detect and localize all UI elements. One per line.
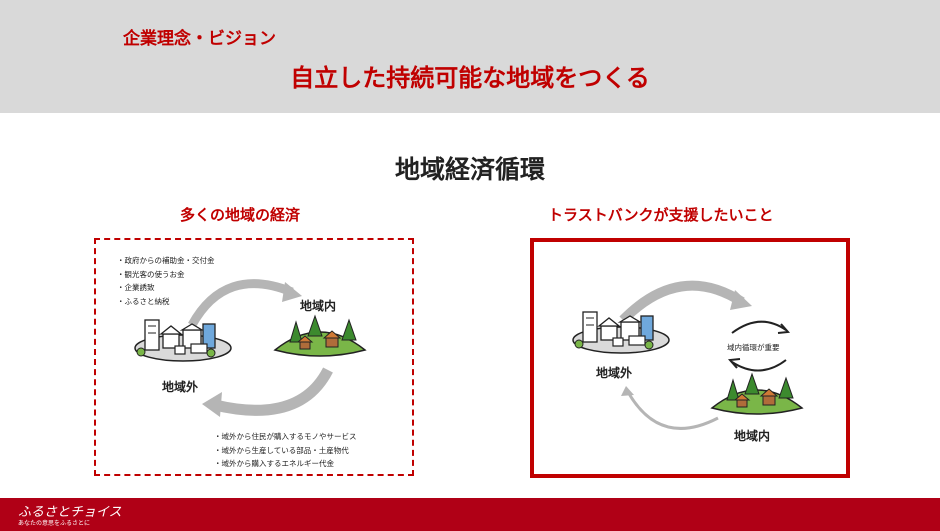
cycle-arrows-icon bbox=[727, 320, 791, 372]
list-item: 観光客の使うお金 bbox=[117, 268, 215, 282]
left-region-inside-label: 地域内 bbox=[300, 299, 337, 313]
right-panel bbox=[530, 238, 850, 478]
right-region-inside-label: 地域内 bbox=[734, 429, 771, 443]
inflow-list: 政府からの補助金・交付金 観光客の使うお金 企業誘致 ふるさと納税 bbox=[117, 254, 215, 308]
list-item: 域外から生産している部品・土産物代 bbox=[214, 444, 357, 458]
footer-band: ふるさとチョイス あなたの意思をふるさとに bbox=[0, 498, 940, 531]
forest-hill-icon bbox=[711, 373, 803, 415]
page-kicker: 企業理念・ビジョン bbox=[123, 29, 276, 49]
city-icon bbox=[572, 311, 670, 354]
list-item: 域外から購入するエネルギー代金 bbox=[214, 457, 357, 471]
left-region-outside-label: 地域外 bbox=[162, 380, 199, 394]
left-column-title: 多くの地域の経済 bbox=[180, 206, 301, 224]
right-region-outside-label: 地域外 bbox=[596, 366, 633, 380]
header-band: 企業理念・ビジョン 自立した持続可能な地域をつくる bbox=[0, 0, 940, 113]
forest-hill-icon bbox=[274, 315, 366, 357]
right-column-title: トラストバンクが支援したいこと bbox=[548, 206, 774, 224]
list-item: 域外から住民が購入するモノやサービス bbox=[214, 430, 357, 444]
left-panel bbox=[94, 238, 414, 476]
cycle-label: 域内循環が重要 bbox=[727, 343, 780, 352]
outflow-list: 域外から住民が購入するモノやサービス 域外から生産している部品・土産物代 域外か… bbox=[214, 430, 357, 471]
brand-logo: ふるさとチョイス bbox=[18, 505, 122, 520]
list-item: 政府からの補助金・交付金 bbox=[117, 254, 215, 268]
section-title: 地域経済循環 bbox=[394, 155, 545, 184]
city-icon bbox=[134, 319, 232, 362]
list-item: ふるさと納税 bbox=[117, 295, 215, 309]
list-item: 企業誘致 bbox=[117, 281, 215, 295]
brand-tagline: あなたの意思をふるさとに bbox=[18, 520, 91, 527]
page-headline: 自立した持続可能な地域をつくる bbox=[290, 64, 650, 92]
